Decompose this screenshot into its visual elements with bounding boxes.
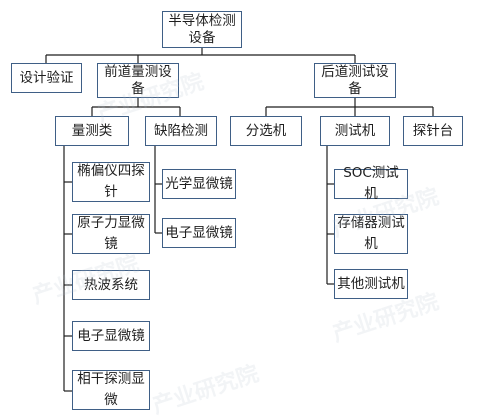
node-ellipsometer[interactable]: 椭偏仪四探针 bbox=[72, 162, 150, 202]
node-afm[interactable]: 原子力显微镜 bbox=[72, 214, 150, 254]
node-front[interactable]: 前道量测设备 bbox=[97, 63, 179, 98]
node-sorter[interactable]: 分选机 bbox=[230, 116, 302, 146]
node-interferometric[interactable]: 相干探测显微 bbox=[72, 370, 150, 410]
node-tester[interactable]: 测试机 bbox=[320, 116, 390, 146]
node-prober[interactable]: 探针台 bbox=[403, 116, 463, 146]
node-electron-microscope-1[interactable]: 电子显微镜 bbox=[72, 321, 150, 351]
node-memory-tester[interactable]: 存储器测试机 bbox=[334, 214, 408, 254]
node-back[interactable]: 后道测试设备 bbox=[314, 63, 396, 98]
node-optical-microscope[interactable]: 光学显微镜 bbox=[162, 169, 236, 199]
node-root[interactable]: 半导体检测设备 bbox=[162, 11, 242, 48]
node-thermal-wave[interactable]: 热波系统 bbox=[72, 270, 150, 300]
node-other-tester[interactable]: 其他测试机 bbox=[334, 269, 408, 299]
node-design[interactable]: 设计验证 bbox=[11, 63, 82, 93]
node-metro[interactable]: 量测类 bbox=[55, 116, 129, 146]
node-electron-microscope-2[interactable]: 电子显微镜 bbox=[162, 218, 236, 248]
node-soc-tester[interactable]: SOC测试机 bbox=[334, 165, 408, 202]
node-defect[interactable]: 缺陷检测 bbox=[145, 116, 217, 146]
